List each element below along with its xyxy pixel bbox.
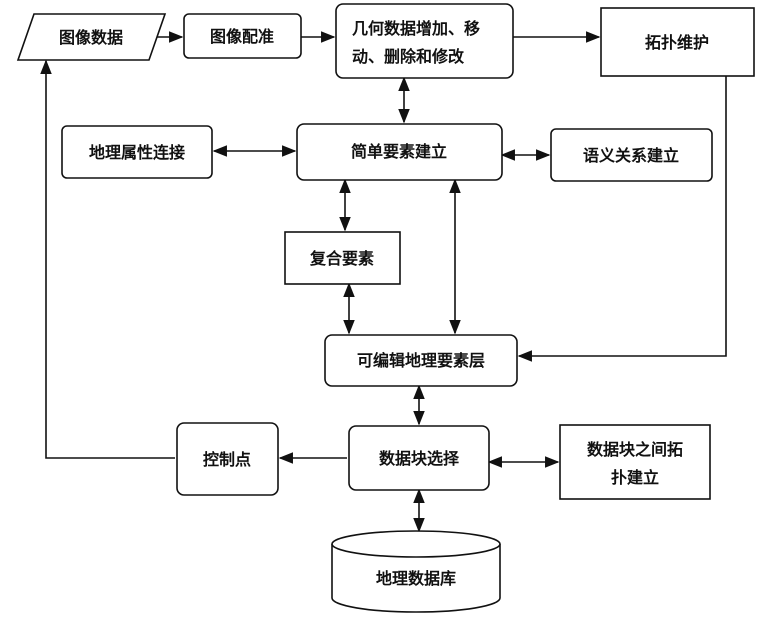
node-composite-feature-label: 复合要素: [309, 249, 374, 268]
edge-topology-to-layer: [517, 76, 727, 362]
node-geometry-edit: 几何数据增加、移 动、删除和修改: [335, 3, 514, 79]
node-attribute-link: 地理属性连接: [61, 125, 213, 179]
edges: [40, 31, 727, 533]
node-attribute-link-label: 地理属性连接: [89, 143, 185, 162]
node-simple-feature-label: 简单要素建立: [351, 142, 447, 161]
node-topology-maintain: 拓扑维护: [600, 7, 755, 77]
node-topology-maintain-label: 拓扑维护: [645, 33, 709, 52]
node-image-registration-label: 图像配准: [210, 27, 274, 46]
edge-control-to-image: [40, 59, 175, 459]
node-semantic-relation: 语义关系建立: [550, 128, 713, 182]
node-image-data-label: 图像数据: [59, 28, 123, 47]
node-geometry-edit-label-line1: 几何数据增加、移: [352, 19, 480, 38]
node-editable-layer: 可编辑地理要素层: [324, 334, 518, 387]
node-image-registration: 图像配准: [183, 13, 302, 59]
node-composite-feature: 复合要素: [284, 231, 401, 285]
node-geo-database-label: 地理数据库: [376, 569, 456, 588]
node-image-data: 图像数据: [16, 13, 167, 61]
node-geo-database: 地理数据库: [331, 530, 501, 613]
node-block-select-label: 数据块选择: [379, 449, 460, 468]
node-semantic-relation-label: 语义关系建立: [583, 146, 679, 165]
node-geometry-edit-label-line2: 动、删除和修改: [352, 47, 465, 66]
node-control-points-label: 控制点: [203, 450, 251, 469]
node-block-select: 数据块选择: [348, 425, 490, 491]
node-control-points: 控制点: [176, 422, 279, 496]
node-block-topology-label-line1: 数据块之间拓: [587, 440, 683, 459]
node-block-topology: 数据块之间拓 扑建立: [559, 424, 711, 500]
node-editable-layer-label: 可编辑地理要素层: [357, 351, 485, 370]
node-simple-feature: 简单要素建立: [296, 123, 503, 181]
node-block-topology-label-line2: 扑建立: [611, 468, 659, 487]
